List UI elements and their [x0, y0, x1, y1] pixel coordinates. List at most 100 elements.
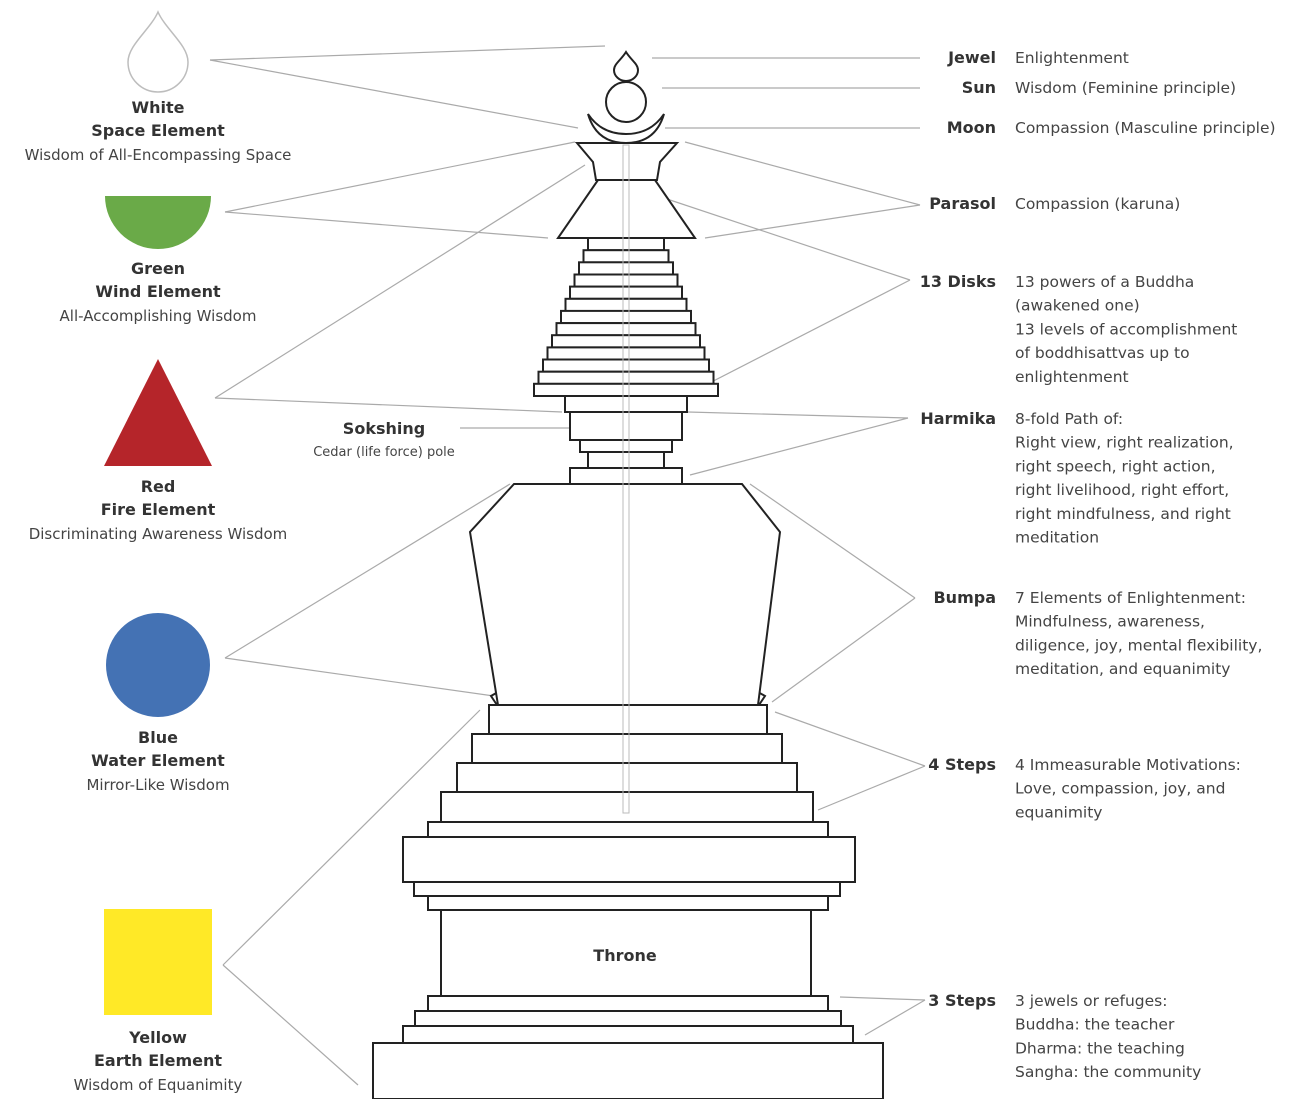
- part-name-3: Moon: [947, 118, 996, 137]
- harmika: [569, 411, 683, 441]
- element-color-name-1: White: [131, 98, 184, 117]
- four-step-1: [471, 733, 783, 764]
- part-meaning-line: 3 jewels or refuges:: [1015, 992, 1167, 1010]
- part-meaning-line: Sangha: the community: [1015, 1063, 1201, 1081]
- throne-cap-2: [413, 881, 841, 897]
- part-meaning-line: Mindfulness, awareness,: [1015, 613, 1205, 631]
- leader-3steps-bottom: [864, 999, 926, 1036]
- part-name-9: 3 Steps: [928, 991, 996, 1010]
- element-element-3: Fire Element: [101, 500, 216, 519]
- element-color-name-4: Blue: [138, 728, 178, 747]
- leader-disks-bottom: [691, 279, 911, 393]
- parasol-lower: [556, 179, 697, 239]
- sokshing-pole: [622, 144, 630, 814]
- step-1: [427, 995, 829, 1012]
- part-meaning-line: meditation: [1015, 529, 1099, 547]
- throne-label: Throne: [593, 946, 657, 965]
- leader-red-disks: [214, 164, 586, 399]
- leader-4steps-bottom: [817, 765, 926, 811]
- element-color-name-5: Yellow: [128, 1028, 187, 1047]
- bumpa: [468, 483, 782, 706]
- part-meaning-line: Compassion (karuna): [1015, 195, 1180, 213]
- disk-9: [551, 334, 701, 349]
- stupa-base: [372, 1042, 884, 1099]
- disk-2: [582, 249, 670, 264]
- part-meaning-line: Buddha: the teacher: [1015, 1016, 1175, 1034]
- element-wisdom-3: Discriminating Awareness Wisdom: [29, 525, 288, 543]
- element-color-name-3: Red: [141, 477, 176, 496]
- element-color-name-2: Green: [131, 259, 185, 278]
- element-wisdom-2: All-Accomplishing Wisdom: [60, 307, 257, 325]
- element-element-5: Earth Element: [94, 1051, 222, 1070]
- disk-4: [573, 273, 679, 288]
- part-meaning-line: 7 Elements of Enlightenment:: [1015, 589, 1246, 607]
- green-half-circle-icon: [105, 196, 211, 249]
- part-meaning-line: right speech, right action,: [1015, 457, 1216, 475]
- leader-harmika-bottom: [689, 417, 909, 476]
- part-name-5: 13 Disks: [920, 272, 996, 291]
- sun-icon: [605, 81, 647, 123]
- leader-3steps-top: [839, 996, 926, 1001]
- element-wisdom-5: Wisdom of Equanimity: [74, 1076, 243, 1094]
- element-wisdom-4: Mirror-Like Wisdom: [86, 776, 229, 794]
- part-meaning-line: 13 levels of accomplishment: [1015, 320, 1237, 338]
- four-step-2: [456, 762, 798, 793]
- leader-4steps-top: [774, 711, 926, 767]
- part-name-7: Bumpa: [933, 588, 996, 607]
- part-meaning-line: right mindfulness, and right: [1015, 505, 1231, 523]
- part-meaning-line: enlightenment: [1015, 368, 1129, 386]
- white-drop-icon: [127, 10, 189, 93]
- four-step-4: [427, 821, 829, 838]
- parasol-upper: [574, 142, 680, 181]
- thirteen-disks: [533, 237, 719, 397]
- part-name-2: Sun: [962, 78, 996, 97]
- part-meaning-line: Wisdom (Feminine principle): [1015, 79, 1236, 97]
- part-meaning-line: 8-fold Path of:: [1015, 410, 1123, 428]
- leader-white-jewel: [209, 45, 606, 61]
- disk-10: [546, 346, 706, 361]
- part-meaning-line: 4 Immeasurable Motivations:: [1015, 756, 1241, 774]
- disk-3: [578, 261, 674, 276]
- leader-yellow-base: [222, 964, 359, 1086]
- leader-red-harmika: [214, 397, 563, 413]
- part-name-8: 4 Steps: [928, 755, 996, 774]
- bumpa-plinth: [488, 704, 768, 735]
- element-element-2: Wind Element: [95, 282, 221, 301]
- part-name-4: Parasol: [929, 194, 996, 213]
- stupa-drawing: Throne: [372, 50, 884, 1099]
- yellow-square-icon: [104, 909, 212, 1015]
- leader-green-parasol-top: [224, 141, 576, 213]
- moon-icon: [587, 113, 665, 145]
- step-2: [414, 1010, 842, 1027]
- leader-green-parasol-bottom: [224, 211, 549, 239]
- disk-6: [564, 297, 688, 312]
- part-name-1: Jewel: [947, 48, 996, 67]
- element-element-4: Water Element: [91, 751, 225, 770]
- throne: [440, 909, 812, 997]
- sokshing-subtitle: Cedar (life force) pole: [313, 445, 455, 460]
- part-meaning-line: Enlightenment: [1015, 49, 1129, 67]
- part-meaning-line: right livelihood, right effort,: [1015, 481, 1229, 499]
- leader-blue-bumpa-bottom: [224, 657, 509, 699]
- part-name-6: Harmika: [920, 409, 996, 428]
- sokshing-title: Sokshing: [343, 419, 425, 438]
- blue-circle-icon: [106, 613, 210, 717]
- harmika-top: [564, 395, 688, 413]
- leader-disks-top: [657, 195, 911, 281]
- throne-cap-1: [427, 895, 829, 911]
- leader-parasol-bottom: [704, 204, 921, 239]
- disk-1: [587, 237, 665, 252]
- jewel-icon: [612, 50, 640, 82]
- part-meaning-line: diligence, joy, mental flexibility,: [1015, 636, 1262, 654]
- four-step-3: [440, 791, 814, 823]
- element-symbols: [104, 10, 212, 1015]
- part-meaning-line: of boddhisattvas up to: [1015, 344, 1190, 362]
- element-element-1: Space Element: [91, 121, 225, 140]
- leader-white-moon: [209, 59, 579, 129]
- disk-13: [533, 382, 719, 397]
- part-meaning-line: Right view, right realization,: [1015, 434, 1234, 452]
- part-meaning-line: Compassion (Masculine principle): [1015, 119, 1276, 137]
